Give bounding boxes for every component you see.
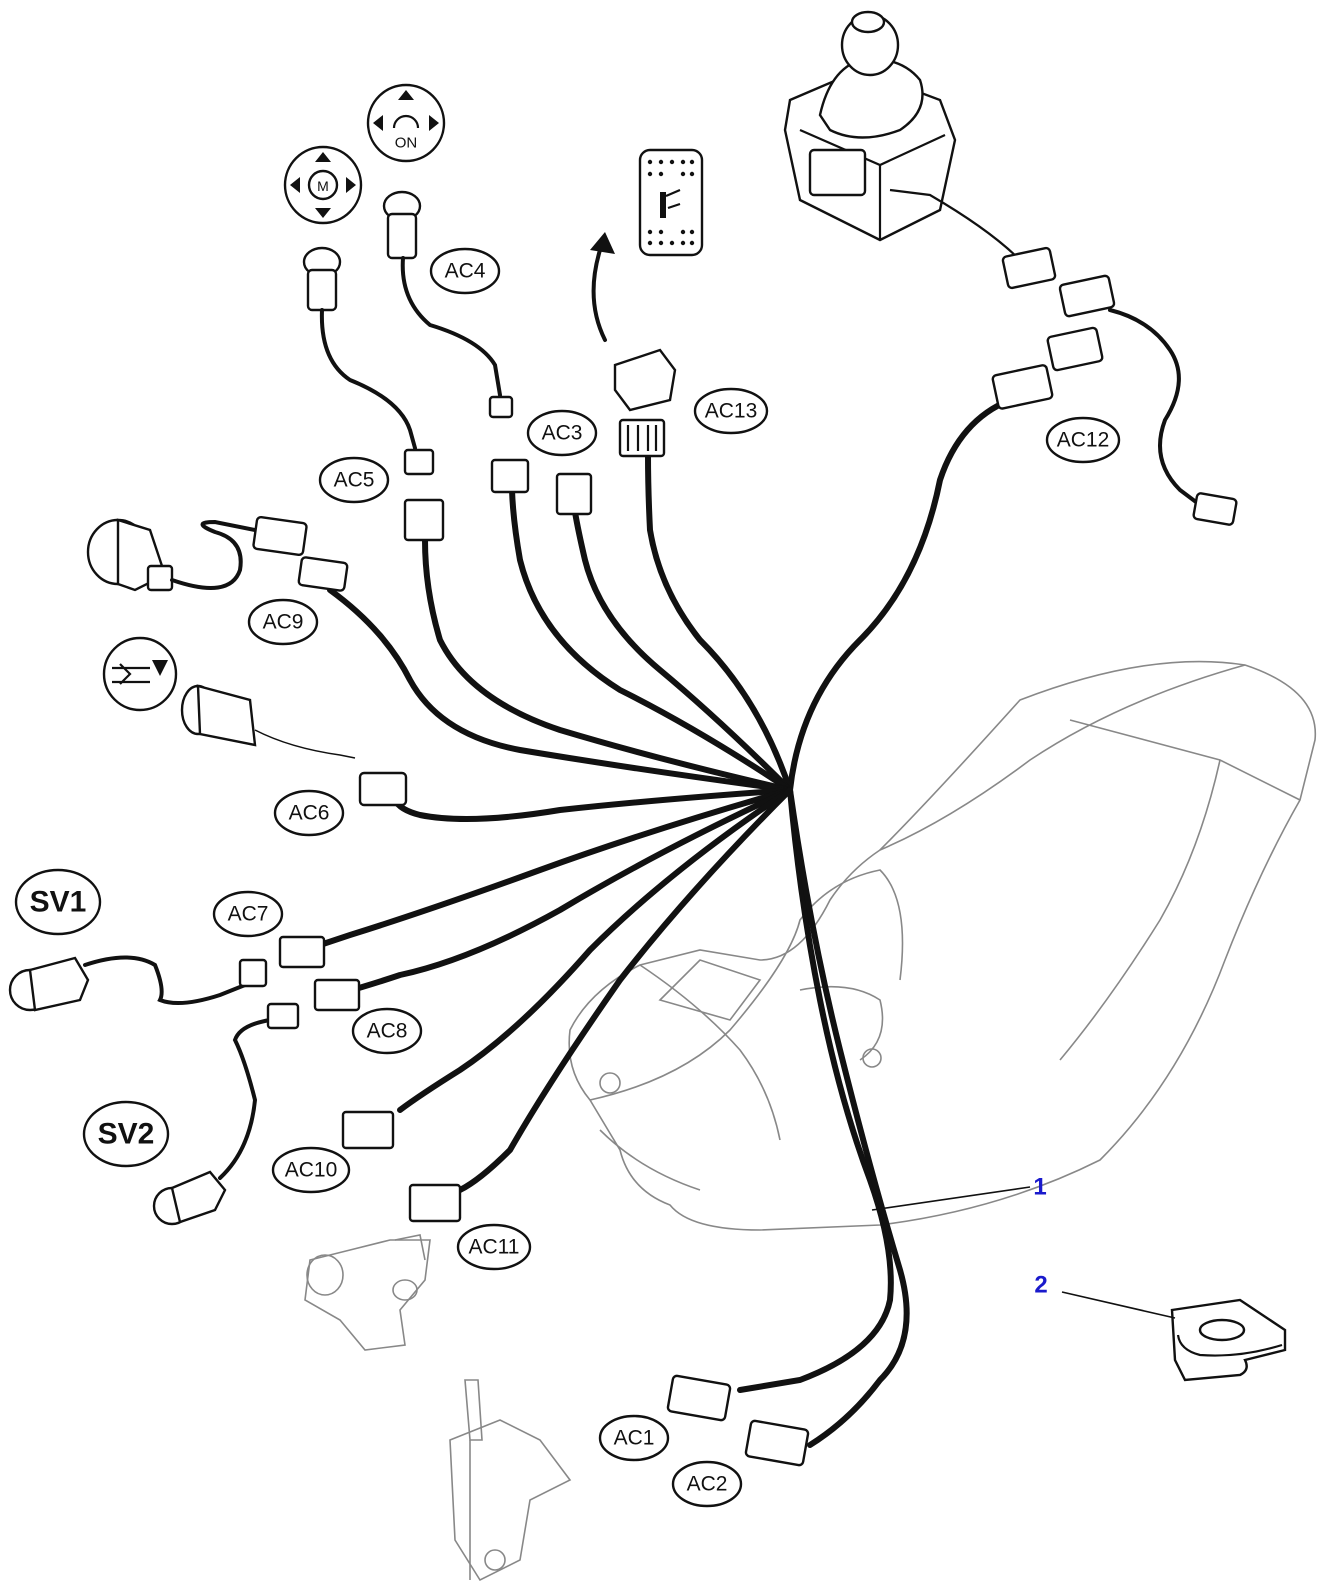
label-ac5: AC5 — [318, 456, 390, 504]
connector-ac1 — [666, 1374, 732, 1422]
label-ac9: AC9 — [247, 598, 319, 646]
svg-text:AC12: AC12 — [1057, 429, 1110, 452]
svg-text:AC9: AC9 — [263, 611, 304, 634]
mode-button-icon: M — [283, 145, 363, 225]
label-ac11: AC11 — [456, 1223, 532, 1271]
sv2-solenoid-icon — [152, 1002, 300, 1226]
label-ac6: AC6 — [273, 789, 345, 837]
label-ac3: AC3 — [526, 409, 598, 457]
ac9-sensor-icon — [86, 515, 349, 592]
callout-1: 1 — [1033, 1174, 1046, 1201]
joystick-icon — [783, 10, 1238, 526]
label-ac1: AC1 — [598, 1414, 670, 1462]
sv1-solenoid-icon — [8, 955, 268, 1012]
svg-text:AC10: AC10 — [285, 1159, 338, 1182]
svg-text:AC1: AC1 — [614, 1427, 655, 1450]
on-button-icon: ON — [366, 83, 446, 163]
harness-wires — [302, 397, 1013, 1448]
label-ac12: AC12 — [1045, 416, 1121, 464]
connector-ac2 — [744, 1419, 810, 1467]
svg-text:AC7: AC7 — [228, 903, 269, 926]
label-ac8: AC8 — [351, 1007, 423, 1055]
label-ac4: AC4 — [429, 247, 501, 295]
svg-text:AC2: AC2 — [687, 1473, 728, 1496]
svg-text:AC6: AC6 — [289, 802, 330, 825]
mode-button-label: M — [317, 178, 329, 194]
grey-lever-component — [449, 1379, 572, 1582]
armrest-console — [568, 660, 1317, 1231]
svg-text:AC11: AC11 — [469, 1236, 520, 1259]
on-button-label: ON — [395, 135, 418, 152]
callout-2: 2 — [1034, 1272, 1047, 1299]
grey-bracket-component — [304, 1234, 431, 1351]
svg-text:SV2: SV2 — [98, 1118, 155, 1151]
rocker-switch-icon — [590, 148, 704, 458]
svg-text:AC13: AC13 — [705, 400, 758, 423]
connector-ac5 — [403, 498, 445, 542]
label-sv2: SV2 — [82, 1100, 170, 1168]
connector-ac8 — [313, 978, 361, 1012]
svg-text:AC3: AC3 — [542, 422, 583, 445]
svg-text:AC4: AC4 — [445, 260, 486, 283]
connector-ac3b — [555, 472, 593, 516]
push-button-on — [382, 190, 514, 419]
label-ac2: AC2 — [671, 1460, 743, 1508]
ac6-turtle-icon — [102, 636, 408, 807]
svg-text:AC5: AC5 — [334, 469, 375, 492]
svg-text:AC8: AC8 — [367, 1020, 408, 1043]
label-ac10: AC10 — [271, 1146, 351, 1194]
connector-ac10 — [341, 1110, 395, 1150]
label-ac7: AC7 — [212, 890, 284, 938]
connector-ac11 — [408, 1183, 462, 1223]
push-button-m — [302, 246, 435, 476]
svg-text:SV1: SV1 — [30, 886, 87, 919]
label-sv1: SV1 — [14, 868, 102, 936]
grommet-icon — [1170, 1298, 1287, 1382]
label-ac13: AC13 — [693, 387, 769, 435]
connector-ac7 — [278, 935, 326, 969]
connector-ac3a — [490, 458, 530, 494]
